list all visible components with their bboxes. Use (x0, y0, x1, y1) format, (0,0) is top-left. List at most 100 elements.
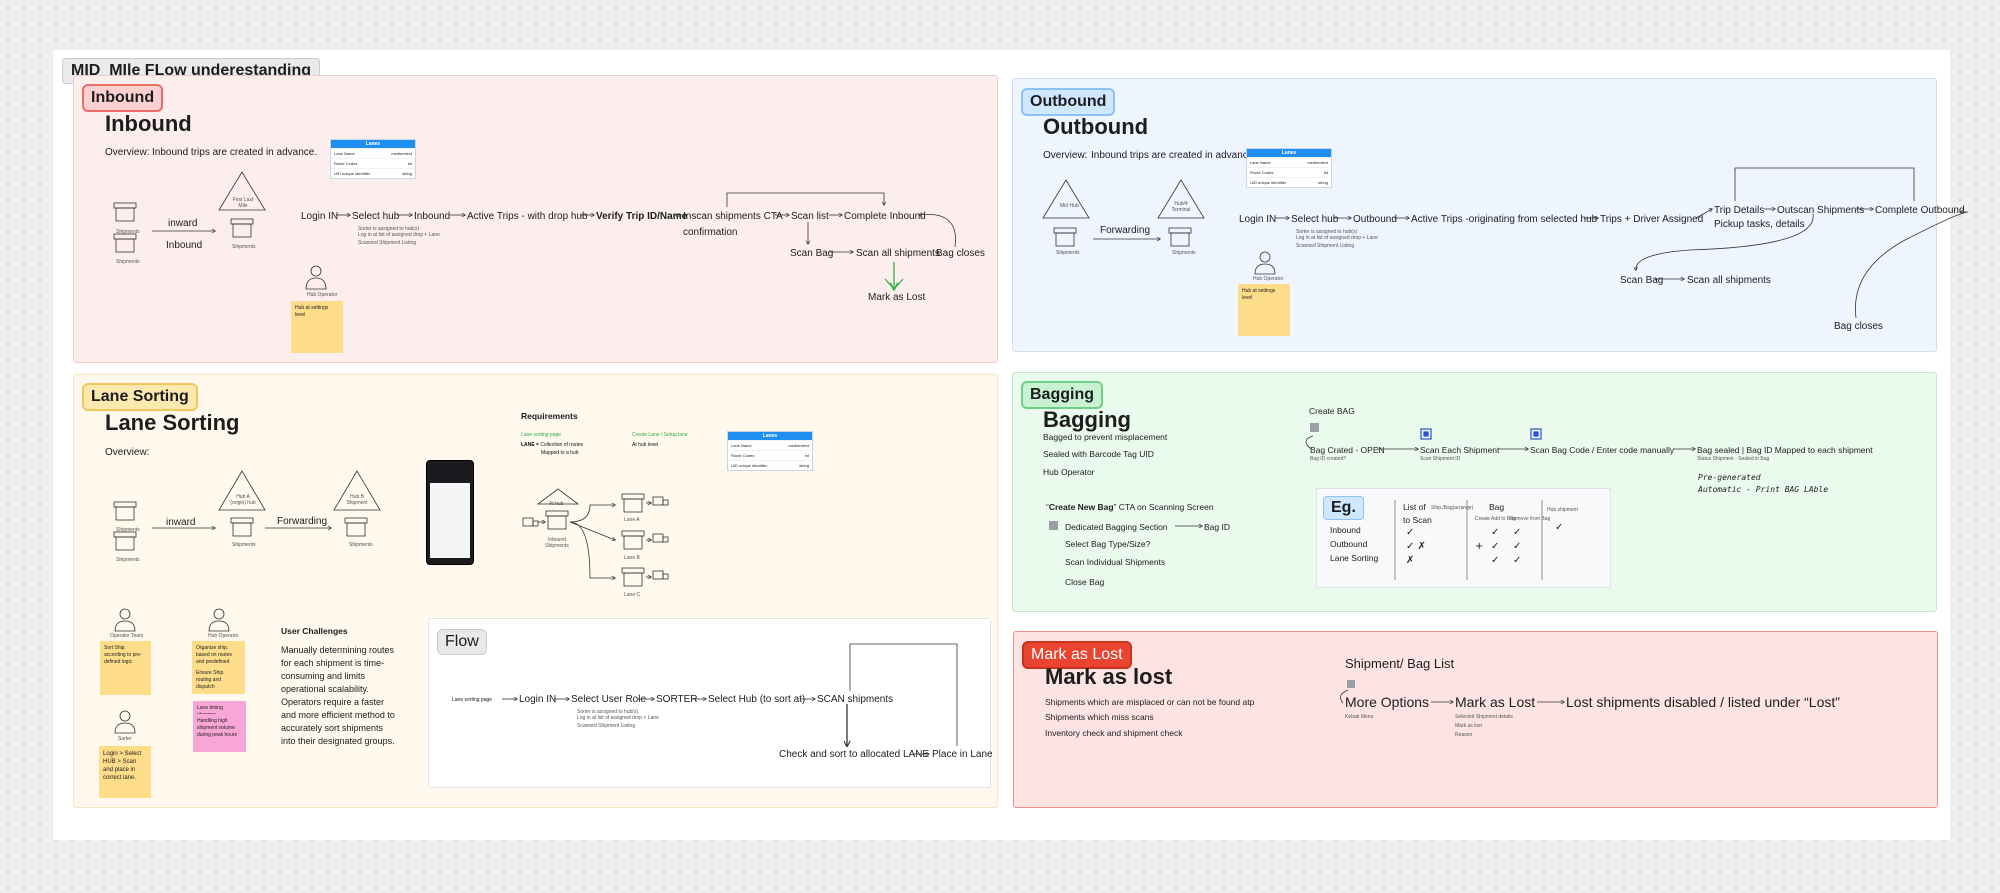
cta-rest: ” CTA on Scanning Screen (1113, 502, 1214, 512)
mark-lost-section[interactable] (1013, 631, 1938, 808)
branch-step: Scan all shipments (1687, 275, 1771, 286)
table-cell: int (1323, 170, 1328, 175)
shipments-label: Shipments (116, 527, 140, 533)
branch-connector (569, 505, 615, 523)
lane-definition: LANE = Collection of routes (521, 442, 583, 448)
box-icon (1168, 227, 1192, 247)
bagging-badge[interactable]: Bagging (1021, 381, 1103, 409)
flow-subnote: Scanned Shipment Listing (1296, 243, 1355, 249)
outbound-title: Outbound (1043, 114, 1149, 139)
persona-label: Hub Operator (208, 633, 239, 639)
mark-lost-badge[interactable]: Mark as Lost (1022, 641, 1132, 669)
shipments-label: Shipments (116, 557, 140, 563)
confirmation-label: confirmation (683, 227, 738, 238)
bag-flow-step: Scan Bag Code / Enter code manually (1530, 445, 1675, 455)
bag-icon (1049, 521, 1058, 530)
node-label: Hub A (origin) hub (230, 494, 256, 506)
lane-label: Lane A (624, 517, 640, 523)
lost-detail: Selected Shipment details (1455, 714, 1513, 720)
table-cell: Lane Name (1250, 160, 1271, 165)
inbound-title: Inbound (105, 111, 192, 136)
flow-step: Scan list (791, 211, 829, 222)
lane-arrow-label: inward (166, 517, 196, 528)
cta-quote-open: “ (1046, 502, 1049, 512)
check-mark: ✗ (1406, 555, 1414, 566)
flow-subnote: Scanned Shipment Listing (577, 723, 636, 729)
table-cell: string (1318, 180, 1328, 185)
hub-settings-sticky[interactable]: Hub at settings level (291, 301, 343, 353)
flow-card[interactable] (428, 618, 991, 788)
flow-subnote: Log in at list of assigned drop + Lane (1296, 235, 1378, 241)
phone-mockup[interactable] (426, 460, 474, 565)
curve-connector (1636, 213, 1814, 270)
box-icon (621, 493, 645, 513)
task-sticky[interactable]: Sort Ship. according to pre-defined logi… (100, 641, 151, 695)
mark-lost-line: Shipments which miss scans (1045, 712, 1154, 722)
inbound-badge[interactable]: Inbound (82, 84, 164, 112)
requirements-link[interactable]: Lane sorting page (521, 432, 562, 438)
branch-step: Scan all shipments (856, 248, 940, 259)
mark-lost-title: Mark as lost (1045, 664, 1173, 689)
box-icon (113, 501, 137, 521)
shipment-bag-list-title: Shipment/ Bag List (1345, 656, 1455, 671)
flow-step: Trips + Driver Assigned (1600, 214, 1704, 225)
scan-icon (1420, 428, 1432, 440)
table-cell: Lane Name (334, 151, 355, 156)
challenge-sticky[interactable]: Handling high shipment volume during pea… (193, 714, 246, 752)
bagging-step: Select Bag Type/Size? (1065, 539, 1151, 549)
example-subcol: Remove from Bag (1510, 516, 1551, 522)
outbound-section[interactable] (1012, 78, 1937, 352)
flow-subnote: Sorter is assigned to hub(s) (358, 226, 420, 232)
flow-step: SCAN shipments (817, 694, 894, 705)
box-icon (230, 517, 254, 537)
flow-sticky[interactable]: Login > Select HUB > Scan and place in c… (99, 746, 151, 798)
check-mark: ✓ (1513, 541, 1521, 552)
outbound-overview-label: Overview: (1043, 150, 1088, 161)
persona-label: Operator Team (110, 633, 144, 639)
lost-detail: Reason (1455, 732, 1473, 738)
hub-settings-sticky[interactable]: Hub at settings level (1238, 284, 1290, 336)
user-challenges-title: User Challenges (281, 626, 348, 636)
node-label: Mid Hub (1060, 203, 1079, 209)
scan-icon (1530, 428, 1542, 440)
check-mark: ✓ (1513, 555, 1521, 566)
flow-subnote: Log in at list of assigned drop + Lane (577, 715, 659, 721)
phone-screen (430, 483, 470, 558)
flow-end-step: Check and sort to allocated LANE (779, 749, 930, 760)
outbound-arrow-label: Forwarding (1100, 225, 1151, 236)
outbound-badge[interactable]: Outbound (1021, 88, 1116, 116)
flow-badge[interactable]: Flow (437, 629, 487, 655)
plus-mark: + (1475, 541, 1483, 552)
kebab-menu-label: Kebab Menu (1345, 714, 1374, 720)
requirements-link[interactable]: Create Lane / Setup lane (632, 432, 688, 438)
loop-connector (1734, 167, 1915, 201)
lane-sorting-badge[interactable]: Lane Sorting (82, 383, 198, 411)
example-col-header: List of (1403, 502, 1426, 512)
example-table[interactable] (1316, 488, 1611, 588)
task-sticky[interactable]: Ensure Ship. routing and dispatch (192, 666, 245, 694)
handwritten-note: Pre-generated (1698, 473, 1761, 482)
truck-icon (652, 533, 669, 543)
flow-subnote: Sorter is assigned to hub(s) (577, 709, 639, 715)
hub-triangle-icon (333, 470, 381, 511)
example-col-header: Bag (1489, 502, 1505, 512)
check-mark: ✓ ✗ (1406, 541, 1426, 552)
branch-step: Bag closes (936, 248, 985, 259)
lanes-table-title: Lanes (331, 140, 415, 148)
person-icon (305, 265, 327, 290)
hub-triangle-icon (536, 488, 580, 505)
node-label: Hub B Shipment (346, 494, 368, 506)
flow-subnote: Sorter is assigned to hub(s) (1296, 229, 1358, 235)
inbound-section[interactable] (73, 75, 998, 363)
hub-triangle-icon (1157, 179, 1205, 219)
example-row-label: Lane Sorting (1330, 553, 1379, 563)
example-col-header: to Scan (1403, 515, 1432, 525)
lost-flow-step: More Options (1345, 694, 1430, 710)
person-icon (114, 710, 136, 734)
bagging-line: Bagged to prevent misplacement (1043, 432, 1168, 442)
lanes-table-title: Lanes (728, 432, 812, 440)
shipments-label: Shipments (116, 229, 140, 235)
table-cell: string (402, 171, 412, 176)
